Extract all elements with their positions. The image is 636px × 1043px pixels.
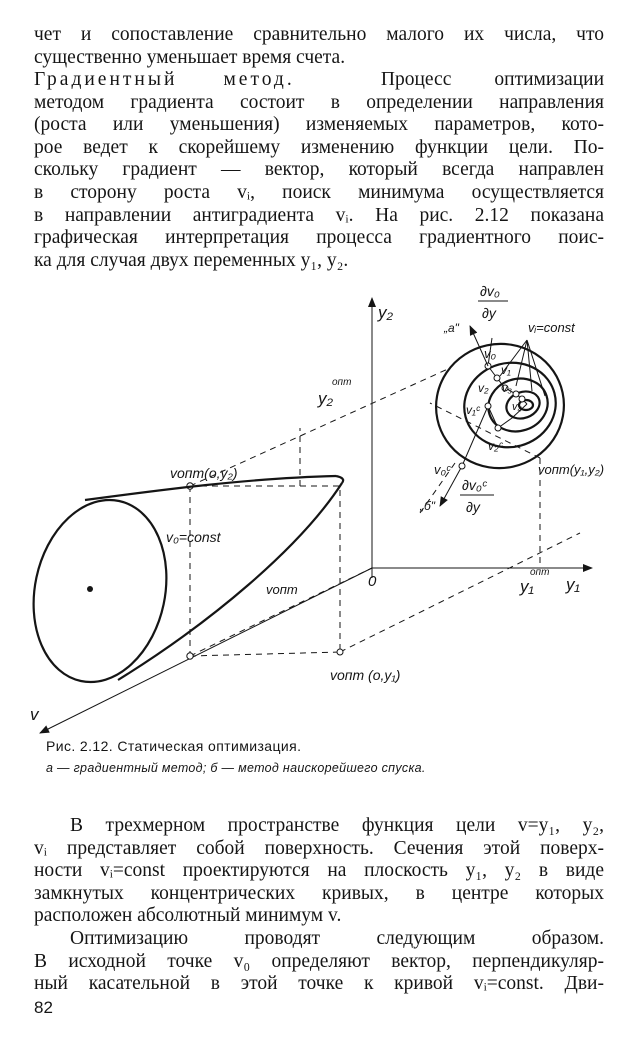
gradient-arrow-a bbox=[469, 325, 489, 367]
point-v2 bbox=[501, 384, 509, 392]
cone-tip bbox=[335, 474, 345, 484]
point-v1 bbox=[493, 374, 501, 382]
label-y2-opt-sup: опт bbox=[332, 377, 351, 388]
text-line: графическая интерпретация процесса гради… bbox=[34, 227, 604, 249]
label-y2-opt: y₂ bbox=[317, 389, 334, 408]
text-line: ка для случая двух переменных y₁, y₂. bbox=[34, 249, 349, 271]
text-line: vᵢ представляет собой поверхность. Сечен… bbox=[34, 837, 604, 859]
point-v2c bbox=[494, 424, 502, 432]
label-v0c: v₀ᶜ bbox=[434, 462, 451, 477]
point-v-opt-y1 bbox=[186, 652, 194, 660]
section-heading: Градиентный метод. bbox=[34, 69, 295, 90]
label-a: „а" bbox=[443, 321, 460, 335]
page-number: 82 bbox=[34, 998, 53, 1017]
point-v0c bbox=[458, 462, 466, 470]
text-line: Оптимизацию проводят следующим образом. bbox=[70, 928, 604, 949]
label-v2c: v₂ᶜ bbox=[488, 439, 504, 453]
gradient-paragraph: Градиентный метод. Процесс оптимизации м… bbox=[34, 69, 604, 272]
label-y1-axis: y₁ bbox=[565, 575, 580, 594]
text-line: в сторону роста vᵢ, поиск минимума осуще… bbox=[34, 181, 604, 203]
text-line: методом градиента состоит в определении … bbox=[34, 91, 604, 113]
label-grad-bot-den: ∂y bbox=[466, 499, 481, 515]
label-v-axis: v bbox=[30, 705, 40, 724]
cone-base-ellipse bbox=[32, 498, 168, 684]
label-b: „б" bbox=[419, 499, 436, 513]
text-line: ный касательной в этой точке к кривой vᵢ… bbox=[34, 973, 604, 995]
label-grad-top-den: ∂y bbox=[482, 305, 497, 321]
label-v1c: v₁ᶜ bbox=[466, 403, 481, 417]
text-fragment: Процесс оптимизации bbox=[380, 69, 605, 90]
label-y1-opt: y₁ bbox=[519, 577, 534, 596]
label-y2-axis: y₂ bbox=[377, 303, 394, 322]
text-line: существенно уменьшает время счета. bbox=[34, 46, 346, 68]
bottom-paragraph-1: В трехмерном пространстве функция цели v… bbox=[34, 815, 604, 928]
point-v1c bbox=[484, 402, 492, 410]
top-text: чет и сопоставление сравнительно малого … bbox=[34, 24, 604, 69]
cone-center-dot bbox=[87, 586, 93, 592]
point-v-opt-bottom bbox=[336, 648, 344, 656]
contour-inner bbox=[517, 398, 535, 412]
label-y1-opt-sup: опт bbox=[530, 567, 549, 578]
vi-const-pointers bbox=[499, 339, 546, 397]
figure-caption-title: Рис. 2.12. Статическая оптимизация. bbox=[46, 738, 302, 754]
label-v0: v₀ bbox=[484, 346, 497, 361]
label-v-opt-mid: vопт bbox=[266, 582, 298, 597]
text-line: расположен абсолютный минимум v. bbox=[34, 905, 342, 927]
text-line: В исходной точке v₀ определяют вектор, п… bbox=[34, 950, 604, 972]
label-origin: 0 bbox=[368, 573, 377, 590]
bottom-paragraph-2: Оптимизацию проводят следующим образом. … bbox=[34, 928, 604, 996]
text-line: Градиентный метод. Процесс оптимизации bbox=[34, 69, 604, 92]
label-v-opt-y1: vопт (o,y₁) bbox=[330, 667, 400, 683]
label-v2: v₂ bbox=[478, 381, 489, 395]
label-v-opt-y2: vопт(o,y₂) bbox=[170, 465, 238, 481]
label-v0-const: v₀=const bbox=[166, 529, 222, 545]
contour-2 bbox=[463, 361, 557, 449]
text-line: замкнутых концентрических кривых, в цент… bbox=[34, 882, 604, 904]
point-v4 bbox=[518, 395, 526, 403]
label-grad-top-num: ∂v₀ bbox=[480, 283, 500, 299]
label-grad-bot-num: ∂v₀ᶜ bbox=[462, 477, 488, 493]
label-v4: v₄ bbox=[512, 401, 522, 413]
figure-static-optimization: y₂ опт y₂ vопт(o,y₂) v₀=const vопт 0 vоп… bbox=[30, 283, 604, 734]
label-v3: v₃ bbox=[502, 383, 513, 395]
text-line: В трехмерном пространстве функция цели v… bbox=[70, 815, 604, 836]
point-v3 bbox=[512, 390, 520, 398]
text-line: ности vᵢ=const проектируются на плоскост… bbox=[34, 860, 604, 882]
v-axis-line bbox=[39, 567, 373, 734]
figure-caption-subtitle: а — градиентный метод; б — метод наискор… bbox=[46, 761, 426, 775]
label-v-opt-y1y2: vопт(y₁,y₂) bbox=[538, 462, 604, 477]
cone-lower-edge bbox=[117, 482, 343, 681]
projection-lines bbox=[189, 367, 581, 657]
text-line: рое ведет к скорейшему изменению функции… bbox=[34, 136, 604, 158]
cone-upper-edge bbox=[84, 474, 337, 502]
contour-outer bbox=[434, 342, 566, 470]
label-vi-const: vᵢ=const bbox=[528, 320, 576, 335]
text-line: чет и сопоставление сравнительно малого … bbox=[34, 24, 604, 45]
descent-arrow-b bbox=[439, 465, 463, 507]
text-line: в направлении антиградиента vᵢ. На рис. … bbox=[34, 204, 604, 226]
text-line: скольку градиент — вектор, который всегд… bbox=[34, 159, 604, 181]
contour-3 bbox=[487, 377, 549, 433]
text-line: (роста или уменьшения) изменяемых параме… bbox=[34, 114, 604, 136]
label-v1: v₁ bbox=[501, 363, 511, 377]
